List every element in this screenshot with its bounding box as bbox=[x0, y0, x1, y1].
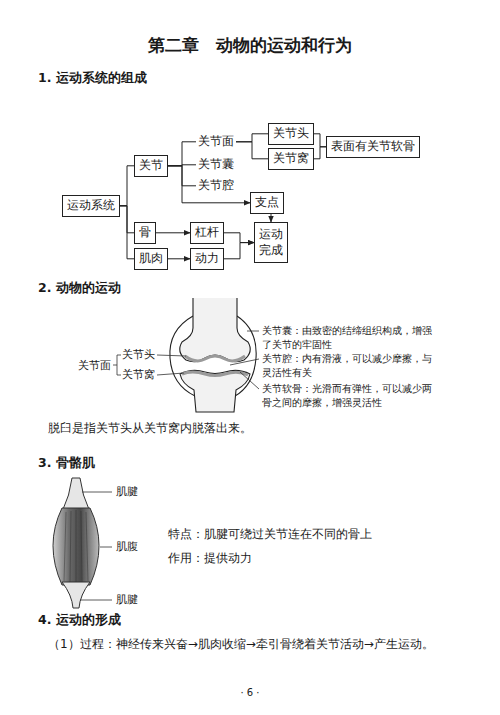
part-note: 关节囊：由致密的结缔组织构成，增强了关节的牢固性 bbox=[262, 324, 436, 351]
node-text: 运动完成 bbox=[259, 227, 283, 258]
concept-box: 支点 bbox=[250, 192, 284, 214]
section-heading: 1. 运动系统的组成 bbox=[38, 70, 147, 87]
knee-joint bbox=[170, 298, 256, 412]
page-number: · 6 · bbox=[0, 686, 500, 700]
connector bbox=[168, 258, 190, 259]
section-heading: 4. 运动的形成 bbox=[38, 612, 121, 629]
skeletal-muscle bbox=[53, 478, 99, 608]
node-text: 杠杆 bbox=[195, 225, 219, 241]
connector bbox=[168, 142, 196, 166]
connector bbox=[236, 142, 268, 159]
concept-text: 关节面 bbox=[196, 134, 236, 150]
concept-box: 骨 bbox=[134, 222, 156, 244]
connector bbox=[314, 134, 326, 147]
tendon bbox=[62, 582, 90, 608]
concept-box: 关节头 bbox=[268, 123, 314, 145]
part-note: 关节软骨：光滑而有弹性，可以减少两骨之间的摩擦，增强灵活性 bbox=[262, 382, 436, 409]
concept-box: 运动系统 bbox=[62, 195, 120, 217]
connector bbox=[224, 233, 254, 243]
body-text: 特点：肌腱可绕过关节连在不同的骨上 bbox=[168, 526, 372, 542]
concept-box: 表面有关节软骨 bbox=[326, 136, 420, 158]
articular-cartilage bbox=[185, 356, 245, 361]
connector bbox=[314, 147, 326, 159]
muscle-belly bbox=[53, 508, 99, 585]
part-label: 肌腱 bbox=[116, 592, 138, 606]
concept-box: 肌肉 bbox=[134, 248, 168, 270]
part-label: 肌腱 bbox=[116, 484, 138, 498]
concept-box: 运动完成 bbox=[254, 222, 288, 263]
concept-text: 关节腔 bbox=[196, 178, 236, 194]
connector bbox=[236, 134, 268, 142]
node-text: 运动系统 bbox=[67, 198, 115, 214]
leader-lines bbox=[113, 331, 259, 389]
node-text: 关节囊 bbox=[198, 157, 234, 173]
part-label: 关节头 bbox=[122, 347, 155, 361]
leader-lines bbox=[80, 492, 112, 600]
concept-box: 杠杆 bbox=[190, 222, 224, 244]
node-text: 关节窝 bbox=[273, 151, 309, 167]
connector bbox=[120, 206, 134, 259]
node-text: 骨 bbox=[139, 225, 151, 241]
page-title: 第二章 动物的运动和行为 bbox=[0, 34, 500, 57]
node-text: 支点 bbox=[255, 195, 279, 211]
connector bbox=[271, 214, 272, 222]
section-heading: 3. 骨骼肌 bbox=[38, 455, 95, 472]
node-text: 关节腔 bbox=[198, 178, 234, 194]
node-text: 表面有关节软骨 bbox=[331, 139, 415, 155]
concept-text: 关节囊 bbox=[196, 157, 236, 173]
node-text: 关节面 bbox=[198, 134, 234, 150]
part-label: 关节窝 bbox=[122, 367, 155, 381]
connector bbox=[120, 166, 134, 206]
node-text: 动力 bbox=[195, 251, 219, 267]
connector bbox=[156, 232, 190, 233]
part-label: 肌腹 bbox=[116, 539, 138, 553]
tibia bbox=[180, 370, 250, 412]
section-heading: 2. 动物的运动 bbox=[38, 280, 121, 297]
concept-box: 关节 bbox=[134, 155, 168, 177]
articular-cartilage bbox=[182, 372, 248, 376]
node-text: 关节头 bbox=[273, 126, 309, 142]
tendon bbox=[62, 478, 90, 512]
concept-box: 关节窝 bbox=[268, 148, 314, 170]
note-text: 脱臼是指关节头从关节窝内脱落出来。 bbox=[48, 420, 252, 436]
femur bbox=[180, 298, 251, 362]
node-text: 关节 bbox=[139, 158, 163, 174]
body-text: 作用：提供动力 bbox=[168, 550, 252, 566]
body-text: （1）过程：神经传来兴奋→肌肉收缩→牵引骨绕着关节活动→产生运动。 bbox=[48, 636, 434, 652]
concept-box: 动力 bbox=[190, 248, 224, 270]
part-label: 关节面 bbox=[78, 358, 111, 372]
node-text: 肌肉 bbox=[139, 251, 163, 267]
connector bbox=[224, 243, 254, 259]
part-note: 关节腔：内有滑液，可以减少摩擦，与灵活性有关 bbox=[262, 352, 436, 379]
